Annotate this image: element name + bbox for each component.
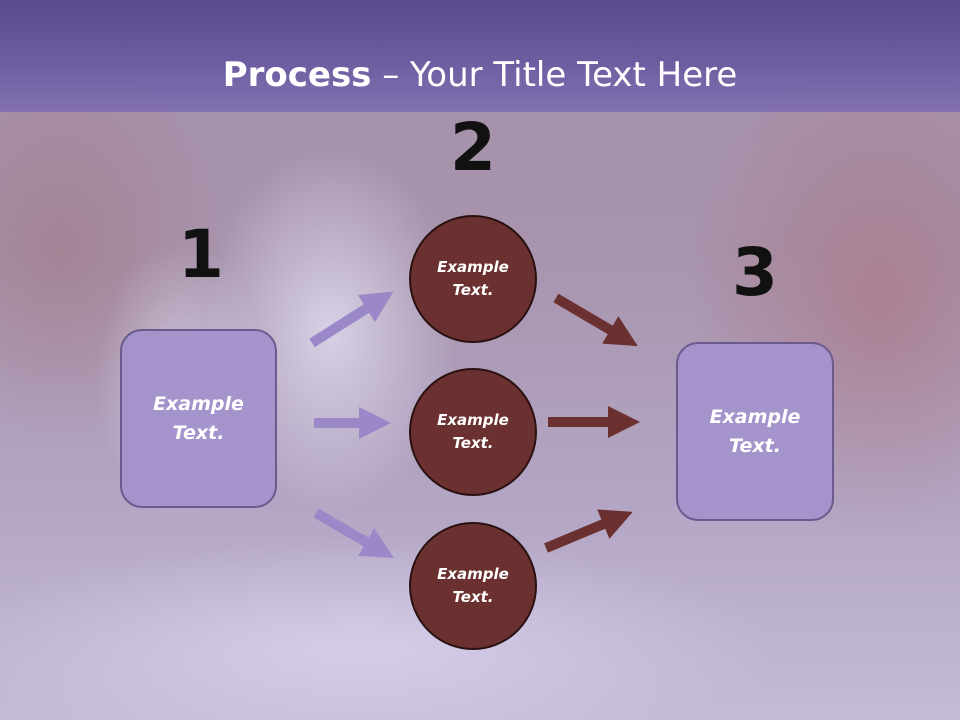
arrow-2c-to-3 [544, 509, 633, 553]
arrow-2a-to-3 [553, 293, 638, 347]
arrow-1-to-2a [309, 291, 394, 348]
step-2-text-bottom: Example Text. [437, 565, 509, 606]
title-banner [0, 0, 960, 112]
step-2-text-top: Example Text. [437, 258, 509, 299]
step-2-circle-bottom: Example Text. [409, 522, 537, 650]
step-3-text: Example Text. [709, 405, 801, 457]
step-2-text-middle: Example Text. [437, 411, 509, 452]
step-1-text: Example Text. [153, 392, 244, 444]
slide-title: Process – Your Title Text Here [0, 52, 960, 98]
step-1-number: 1 [178, 216, 224, 293]
step-3-box: Example Text. [676, 342, 834, 521]
step-3-number: 3 [732, 234, 778, 311]
title-bold: Process [222, 55, 372, 95]
arrow-1-to-2c [313, 508, 394, 559]
title-rest: – Your Title Text Here [371, 55, 738, 95]
step-2-circle-middle: Example Text. [409, 368, 537, 496]
step-1-box: Example Text. [120, 329, 277, 508]
step-2-circle-top: Example Text. [409, 215, 537, 343]
step-2-number: 2 [450, 109, 496, 186]
